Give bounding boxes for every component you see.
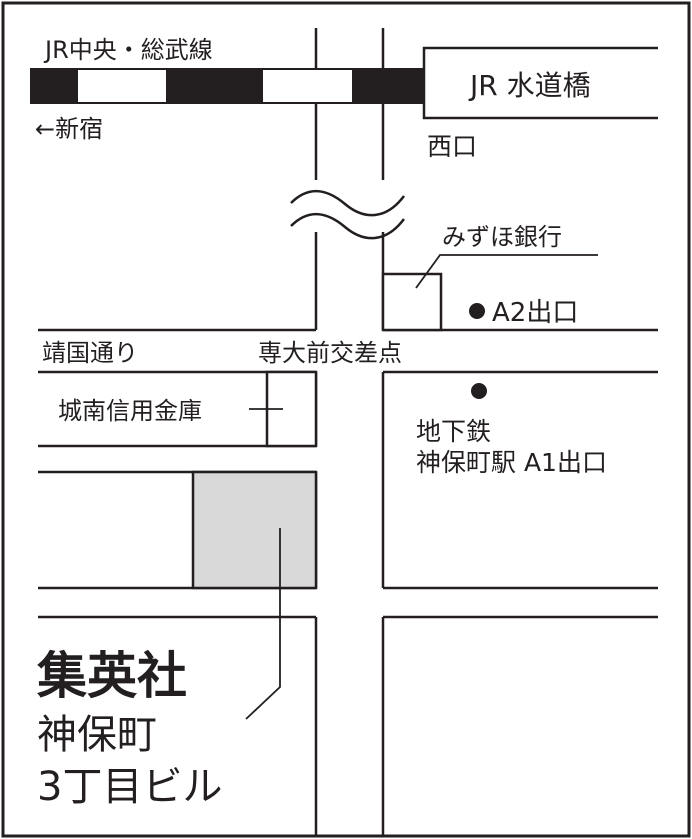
rail-line-name: JR中央・総武線 <box>43 36 213 64</box>
mizuho-leader <box>415 254 598 289</box>
johnan-bank-label: 城南信用金庫 <box>58 397 202 425</box>
subway-station-exit-label: 神保町駅 A1出口 <box>416 448 607 477</box>
building-name-line1: 神保町 <box>37 712 157 758</box>
road-break-mark <box>290 180 405 240</box>
railway-line <box>30 68 425 104</box>
mizuho-bank-label: みずほ銀行 <box>442 223 562 251</box>
leader-lines <box>245 254 598 720</box>
a2-exit-label: A2出口 <box>492 298 578 328</box>
rail-direction-label: ←新宿 <box>35 115 103 143</box>
railway-segment-3 <box>352 69 424 103</box>
street-label: 靖国通り <box>42 339 138 367</box>
a2-exit-dot <box>469 303 485 319</box>
station-exit-label: 西口 <box>427 132 477 161</box>
intersection-label: 専大前交差点 <box>258 339 402 367</box>
station-name: JR 水道橋 <box>468 69 591 102</box>
a1-exit-dot <box>471 383 487 399</box>
shueisha-building <box>191 470 318 590</box>
break-wave-lower <box>290 212 405 240</box>
railway-segment-1 <box>31 69 78 103</box>
shueisha-leader <box>245 528 281 720</box>
building-name-line2: 3丁目ビル <box>37 764 222 810</box>
mizuho-bank-building <box>381 272 443 332</box>
company-name: 集英社 <box>36 647 187 705</box>
railway-segment-2 <box>166 69 263 103</box>
break-wave-upper <box>290 189 405 217</box>
subway-line-label: 地下鉄 <box>416 417 491 446</box>
